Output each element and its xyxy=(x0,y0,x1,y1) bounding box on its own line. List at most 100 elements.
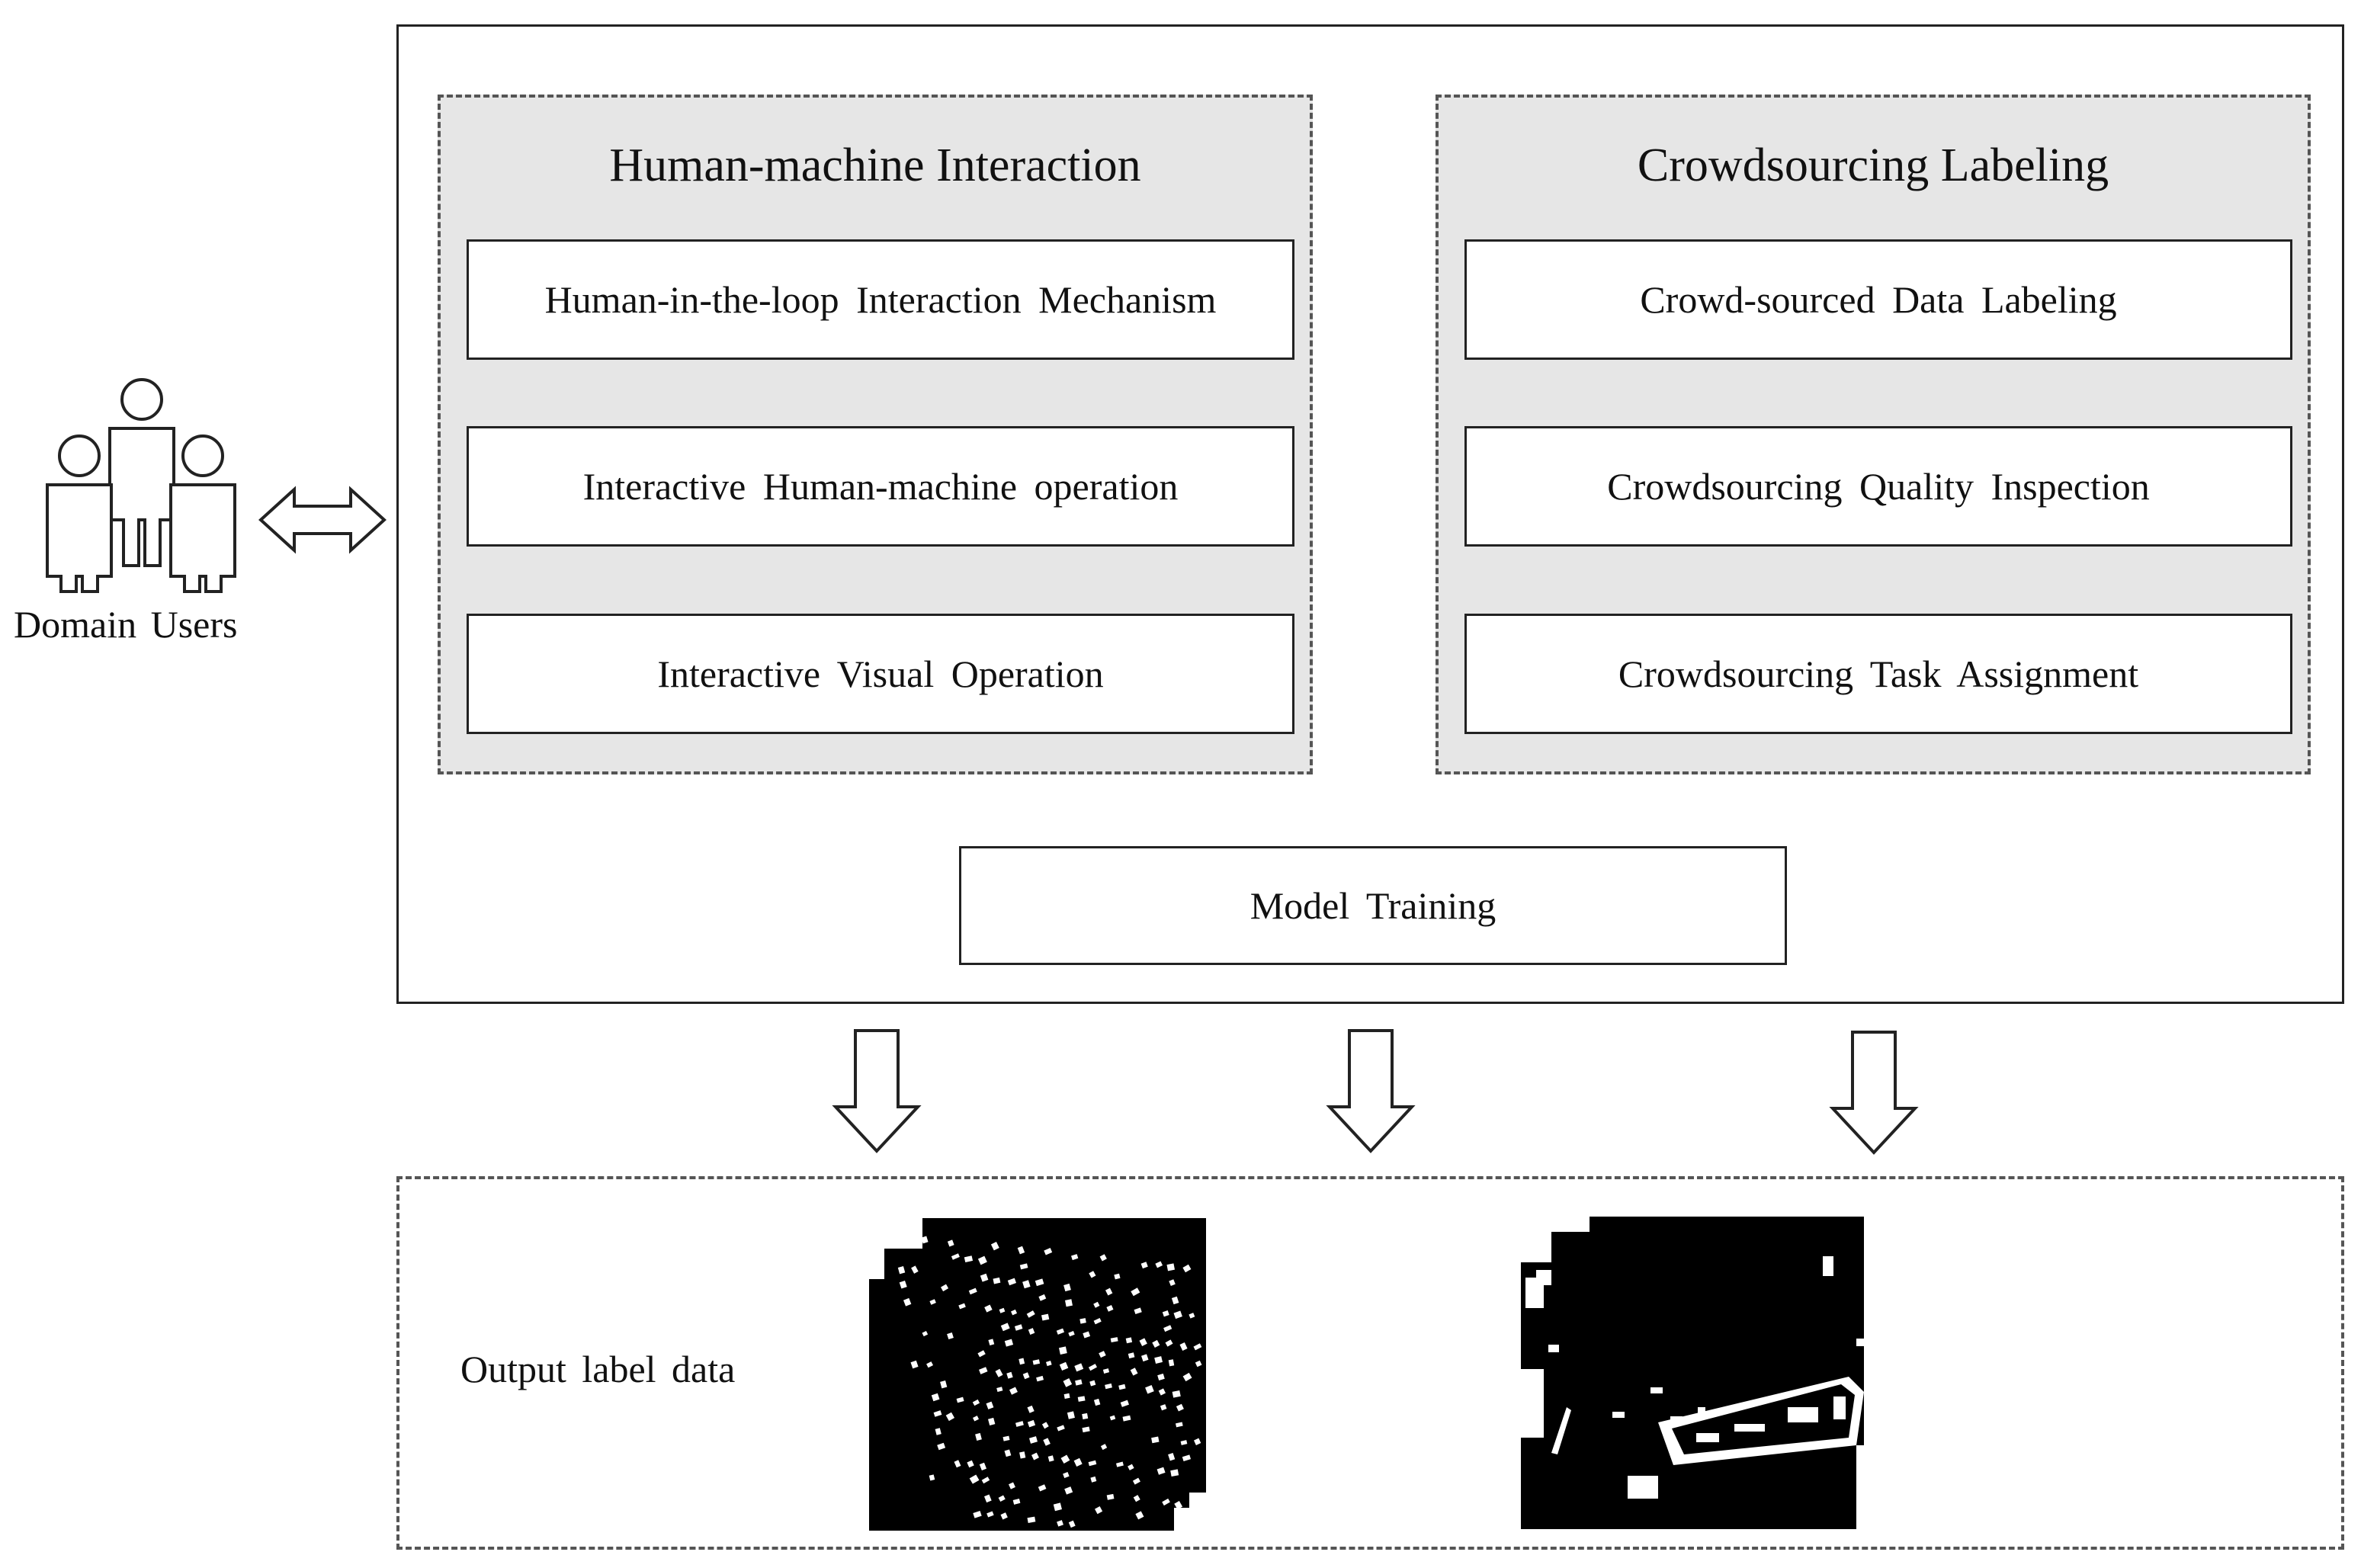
building-footprint xyxy=(988,1417,996,1426)
building-footprint xyxy=(1046,1361,1052,1367)
building-footprint xyxy=(1178,1518,1186,1524)
building-footprint xyxy=(1063,1393,1070,1400)
building-footprint xyxy=(1182,1454,1192,1462)
building-footprint xyxy=(1004,1449,1012,1457)
human-machine-interaction-group: Human-machine Interaction Human-in-the-l… xyxy=(438,95,1313,774)
building-footprint xyxy=(1118,1384,1126,1390)
building-footprint xyxy=(1019,1451,1026,1459)
output-area: Output label data xyxy=(396,1176,2344,1550)
building-footprint xyxy=(940,1284,949,1292)
building-footprint xyxy=(1158,1388,1166,1396)
building-footprint xyxy=(984,1304,993,1313)
building-footprint xyxy=(921,1236,929,1244)
building-footprint xyxy=(1041,1313,1050,1321)
building-footprint xyxy=(933,1410,942,1417)
building-footprint xyxy=(1172,1390,1181,1398)
building-footprint xyxy=(1151,1436,1160,1444)
crowd-item-2: Crowdsourcing Quality Inspection xyxy=(1464,426,2292,547)
building-footprint xyxy=(1093,1301,1100,1308)
building-footprint xyxy=(1082,1426,1090,1433)
building-footprint xyxy=(1077,1396,1086,1402)
building-footprint xyxy=(1139,1338,1147,1347)
building-footprint xyxy=(1022,1280,1031,1289)
building-footprint xyxy=(956,1396,964,1403)
building-footprint xyxy=(911,1265,919,1274)
building-footprint xyxy=(980,1273,989,1282)
building-footprint xyxy=(1141,1354,1149,1362)
users-icon xyxy=(46,378,236,593)
building-footprint xyxy=(1125,1337,1133,1344)
building-footprint xyxy=(1179,1342,1188,1351)
building-footprint xyxy=(1063,1471,1070,1479)
building-footprint xyxy=(1160,1404,1167,1411)
building-footprint xyxy=(964,1255,974,1263)
building-footprint xyxy=(1130,1368,1138,1376)
building-footprint xyxy=(1035,1278,1044,1287)
building-footprint xyxy=(1002,1435,1010,1441)
building-footprint xyxy=(899,1280,907,1289)
down-arrow-icon xyxy=(1829,1031,1919,1155)
building-footprint xyxy=(1105,1383,1112,1390)
building-footprint xyxy=(1105,1287,1113,1296)
building-footprint xyxy=(1176,1403,1184,1412)
building-footprint xyxy=(1169,1279,1176,1287)
building-footprint xyxy=(1152,1339,1160,1348)
building-footprint xyxy=(1044,1248,1053,1255)
building-footprint xyxy=(1004,1339,1014,1347)
building-footprint xyxy=(1088,1460,1097,1467)
hmi-item-2: Interactive Human-machine operation xyxy=(467,426,1294,547)
crowd-item-3: Crowdsourcing Task Assignment xyxy=(1464,614,2292,734)
building-footprint xyxy=(1145,1385,1154,1394)
building-footprint xyxy=(995,1368,1003,1377)
building-footprint xyxy=(1022,1372,1030,1380)
building-footprint xyxy=(1063,1283,1071,1292)
down-arrow-icon xyxy=(1326,1029,1416,1153)
building-footprint xyxy=(1173,1310,1182,1319)
building-footprint xyxy=(926,1361,934,1368)
building-footprint xyxy=(1036,1375,1044,1382)
building-footprint xyxy=(1067,1411,1075,1419)
building-footprint xyxy=(993,1277,1001,1284)
building-footprint xyxy=(1079,1318,1086,1324)
building-footprint xyxy=(1120,1400,1129,1407)
building-footprint xyxy=(979,1367,988,1374)
building-footprint xyxy=(1019,1358,1025,1365)
building-footprint xyxy=(1059,1346,1067,1355)
building-footprint xyxy=(998,1495,1006,1502)
building-footprint xyxy=(1043,1438,1051,1446)
building-footprint xyxy=(1168,1359,1175,1367)
group-title: Crowdsourcing Labeling xyxy=(1637,139,2109,191)
output-label: Output label data xyxy=(460,1348,736,1390)
building-footprint xyxy=(958,1303,966,1310)
building-footprint xyxy=(1163,1325,1172,1332)
building-footprint xyxy=(947,1239,954,1247)
building-footprint xyxy=(1128,1352,1135,1359)
building-footprint xyxy=(1009,1387,1018,1395)
building-footprint xyxy=(968,1287,977,1295)
building-footprint xyxy=(1012,1498,1021,1505)
building-footprint xyxy=(910,1360,919,1369)
building-footprint xyxy=(1132,1477,1140,1485)
building-footprint xyxy=(1131,1287,1140,1297)
building-footprint xyxy=(1176,1422,1183,1428)
building-footprint xyxy=(1115,1461,1124,1467)
group-title: Human-machine Interaction xyxy=(609,139,1141,191)
building-footprint xyxy=(1180,1440,1188,1445)
building-footprint xyxy=(1170,1469,1179,1477)
building-footprint xyxy=(1135,1511,1144,1520)
building-footprint xyxy=(1089,1380,1096,1387)
hmi-item-3: Interactive Visual Operation xyxy=(467,614,1294,734)
building-footprint xyxy=(1162,1498,1170,1506)
building-footprint xyxy=(984,1494,992,1503)
building-footprint xyxy=(1014,1324,1023,1331)
model-training-box: Model Training xyxy=(959,846,1787,965)
building-footprint xyxy=(1064,1486,1073,1495)
building-footprint xyxy=(897,1265,906,1275)
building-footprint xyxy=(931,1393,940,1402)
building-footprint xyxy=(937,1442,946,1451)
building-footprint xyxy=(1063,1378,1073,1387)
building-footprint xyxy=(979,1462,987,1471)
building-footprint xyxy=(1041,1422,1049,1429)
building-footprint xyxy=(922,1330,929,1337)
building-footprint xyxy=(893,1232,901,1239)
